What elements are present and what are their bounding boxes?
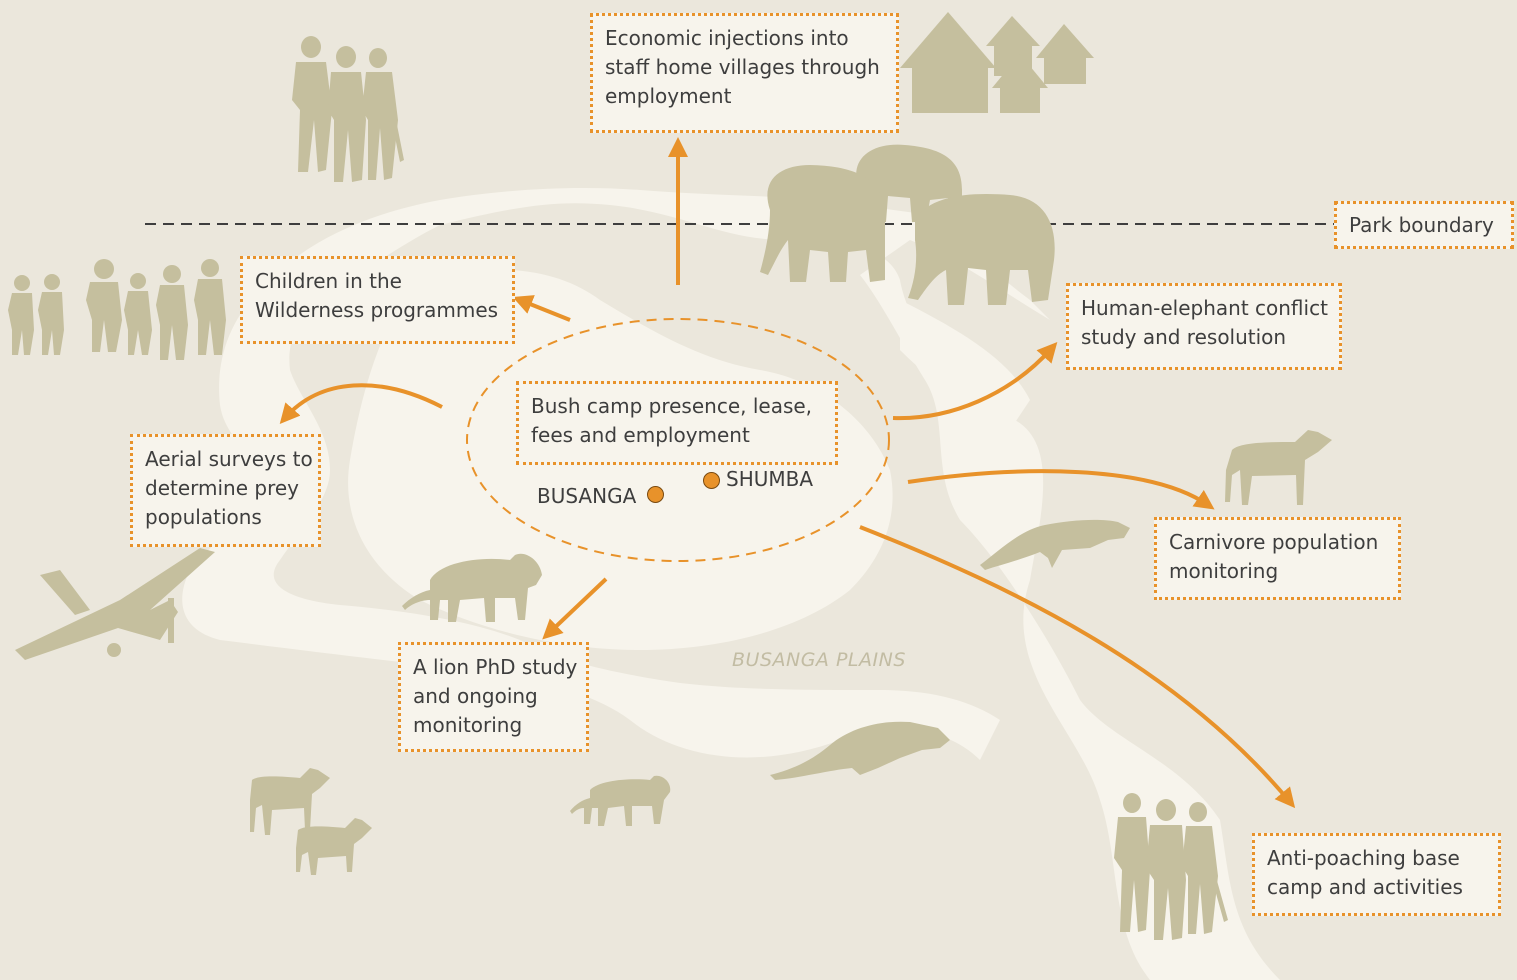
lion-icon xyxy=(402,553,671,826)
carnivore-line-1: Carnivore population xyxy=(1169,530,1379,554)
aerial-line-2: determine prey xyxy=(145,476,300,500)
economic-line-1: Economic injections into xyxy=(605,26,849,50)
village-huts-icon xyxy=(900,12,1094,113)
rangers-icon xyxy=(292,36,404,182)
busanga-plains-label: BUSANGA PLAINS xyxy=(732,649,906,671)
aerial-line-1: Aerial surveys to xyxy=(145,447,313,471)
anti-poaching-line-2: camp and activities xyxy=(1267,875,1463,899)
arrow-to-children xyxy=(512,295,571,322)
bush-camp-line-2: fees and employment xyxy=(531,423,750,447)
aerial-line-3: populations xyxy=(145,505,262,529)
bush-camp-box: Bush camp presence, lease, fees and empl… xyxy=(516,381,838,465)
shumba-camp-label: SHUMBA xyxy=(726,467,814,491)
rangers-icon xyxy=(1114,793,1228,940)
busanga-camp-marker xyxy=(647,486,664,503)
arrow-to-anti-poaching xyxy=(859,525,1296,809)
aerial-surveys-box: Aerial surveys to determine prey populat… xyxy=(130,434,321,547)
carnivore-monitoring-box: Carnivore population monitoring xyxy=(1154,517,1401,600)
human-elephant-line-1: Human-elephant conflict xyxy=(1081,296,1328,320)
anti-poaching-line-1: Anti-poaching base xyxy=(1267,846,1460,870)
economic-injections-box: Economic injections into staff home vill… xyxy=(590,13,899,133)
aircraft-icon xyxy=(15,548,215,660)
busanga-camp-label: BUSANGA xyxy=(537,484,637,508)
lion-study-line-1: A lion PhD study xyxy=(413,655,578,679)
lion-study-box: A lion PhD study and ongoing monitoring xyxy=(398,642,589,752)
elephant-herd-icon xyxy=(760,144,1055,305)
children-line-2: Wilderness programmes xyxy=(255,298,499,322)
carnivore-line-2: monitoring xyxy=(1169,559,1279,583)
lion-study-line-2: and ongoing xyxy=(413,684,538,708)
wild-dog-icon xyxy=(250,430,1332,875)
anti-poaching-box: Anti-poaching base camp and activities xyxy=(1252,833,1501,916)
children-line-1: Children in the xyxy=(255,269,402,293)
economic-line-2: staff home villages through xyxy=(605,55,880,79)
park-boundary-box: Park boundary xyxy=(1334,201,1514,249)
arrow-to-carnivore xyxy=(907,469,1215,510)
human-elephant-line-2: study and resolution xyxy=(1081,325,1287,349)
bush-camp-line-1: Bush camp presence, lease, xyxy=(531,394,813,418)
arrow-to-lion-study xyxy=(542,577,608,640)
economic-line-3: employment xyxy=(605,84,732,108)
arrow-to-human-elephant xyxy=(892,342,1058,421)
children-group-icon xyxy=(8,259,226,360)
park-boundary-label: Park boundary xyxy=(1349,213,1494,237)
bush-camp-ellipse xyxy=(466,318,890,562)
human-elephant-box: Human-elephant conflict study and resolu… xyxy=(1066,283,1342,370)
cheetah-icon xyxy=(770,519,1130,780)
children-wilderness-box: Children in the Wilderness programmes xyxy=(240,256,515,344)
lion-study-line-3: monitoring xyxy=(413,713,523,737)
shumba-camp-marker xyxy=(703,472,720,489)
arrow-to-aerial xyxy=(279,383,443,425)
